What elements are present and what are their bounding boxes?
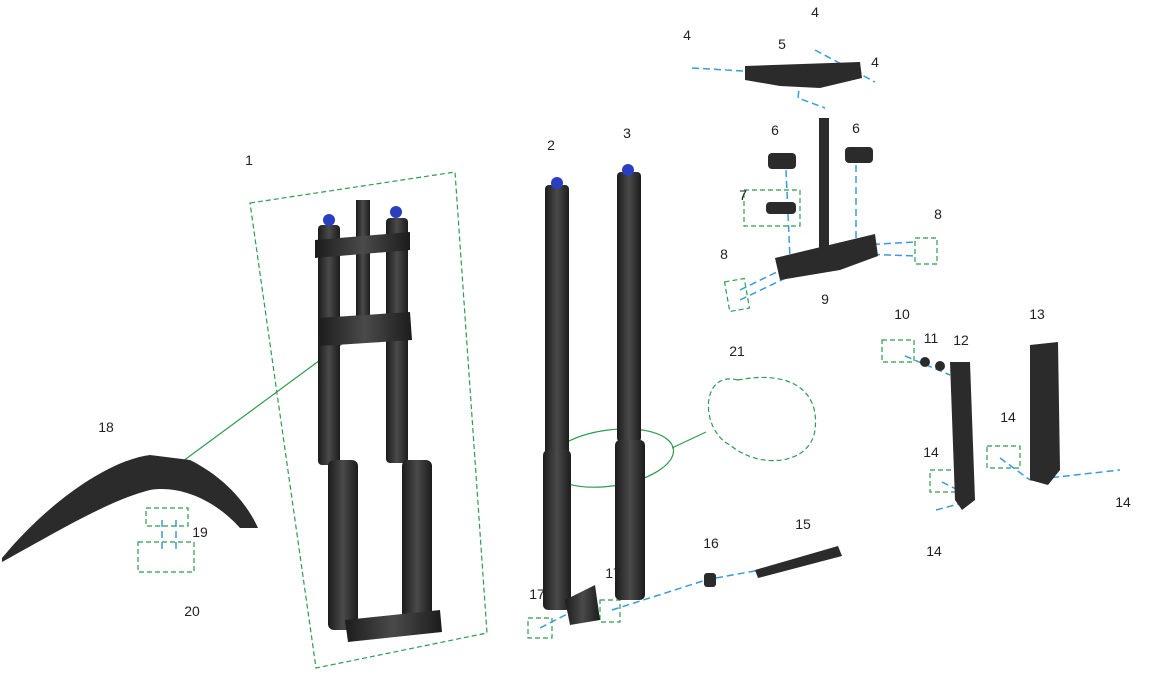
callout-17: 17 xyxy=(605,565,621,581)
callout-4: 4 xyxy=(811,4,819,20)
callout-10: 10 xyxy=(894,306,910,322)
callout-13: 13 xyxy=(1029,306,1045,322)
callout-11: 11 xyxy=(923,330,939,346)
triple-clamps xyxy=(2,62,1060,587)
callout-14: 14 xyxy=(926,543,942,559)
callout-6: 6 xyxy=(852,120,860,136)
callout-20: 20 xyxy=(184,603,200,619)
callout-5: 5 xyxy=(778,36,786,52)
callout-19: 19 xyxy=(192,524,208,540)
callout-6: 6 xyxy=(771,122,779,138)
callout-14: 14 xyxy=(1000,409,1016,425)
callout-1: 1 xyxy=(245,152,253,168)
callout-21: 21 xyxy=(729,343,745,359)
callout-3: 3 xyxy=(623,125,631,141)
callout-14: 14 xyxy=(923,444,939,460)
callout-9: 9 xyxy=(821,291,829,307)
callout-8: 8 xyxy=(934,206,942,222)
callout-18: 18 xyxy=(98,419,114,435)
fork-legs xyxy=(543,164,645,625)
callout-4: 4 xyxy=(683,27,691,43)
callout-17: 17 xyxy=(529,586,545,602)
callout-7: 7 xyxy=(739,187,747,203)
callout-8: 8 xyxy=(720,246,728,262)
fork-assembly xyxy=(315,200,442,642)
callout-16: 16 xyxy=(703,535,719,551)
callout-12: 12 xyxy=(953,332,969,348)
callout-14: 14 xyxy=(1115,494,1131,510)
callout-2: 2 xyxy=(547,137,555,153)
callout-4: 4 xyxy=(871,54,879,70)
callout-15: 15 xyxy=(795,516,811,532)
group-boxes xyxy=(137,171,1021,669)
